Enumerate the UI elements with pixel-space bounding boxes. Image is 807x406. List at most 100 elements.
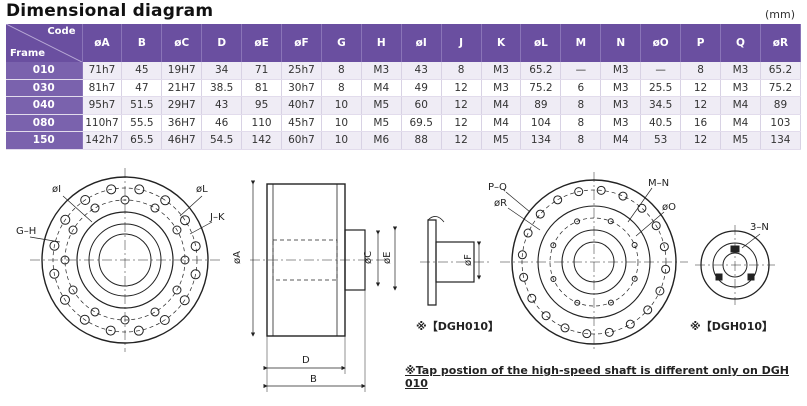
label-j-k: J–K [209,212,225,223]
frame-cell: 010 [6,62,83,80]
table-cell: 65.2 [520,62,562,80]
table-cell: 8 [441,62,482,80]
header-cell: J [441,24,482,62]
table-cell: 29H7 [161,96,203,115]
table-cell: 110 [241,114,283,132]
table-cell: 34.5 [640,96,682,115]
dimension-table: Code Frame øA B øC D øE øF G H øI J K øL… [6,24,802,150]
header-cell: N [600,24,642,62]
table-cell: 25h7 [281,62,322,80]
table-cell: 43 [201,96,243,115]
frame-cell: 030 [6,79,83,97]
table-cell: M5 [720,131,761,150]
header-cell: øF [281,24,322,62]
table-cell: 65.2 [760,62,802,80]
table-header-row: Code Frame øA B øC D øE øF G H øI J K øL… [6,24,802,62]
frame-cell: 080 [6,114,83,132]
bolt-hole [172,225,182,235]
bolt-hole [80,194,91,205]
table-cell: 46 [201,114,243,132]
table-cell: 89 [520,96,562,115]
table-cell: M3 [600,96,642,115]
label-phi-f: øF [463,254,474,266]
bolt-hole [604,327,614,337]
table-cell: — [560,62,602,80]
bolt-hole [631,275,638,282]
table-cell: 142h7 [82,131,123,150]
label-phi-c: øC [363,251,374,264]
bolt-hole [550,275,557,282]
footnote: ※Tap postion of the high-speed shaft is … [405,364,789,390]
table-cell: M3 [600,62,642,80]
bolt-hole [179,295,190,306]
table-cell: 134 [760,131,802,150]
bolt-hole [618,191,628,201]
bolt-hole [79,314,90,325]
label-phi-l: øL [196,184,208,195]
corner-diagonal [6,24,82,62]
bolt-hole [90,307,100,317]
table-cell: M3 [600,114,642,132]
dimensional-drawing: øI øL G–H J–K øA øC øE D B [16,168,775,392]
header-cell: øO [640,24,682,62]
table-cell: M4 [720,114,761,132]
table-cell: 10 [321,96,362,115]
table-cell: 55.5 [121,114,163,132]
table-cell: 49 [401,79,442,97]
header-cell: G [321,24,362,62]
table-cell: 8 [321,62,362,80]
table-cell: 54.5 [201,131,243,150]
table-cell: 134 [520,131,562,150]
bolt-hole [582,329,592,339]
table-cell: M4 [720,96,761,115]
bolt-hole [659,242,669,252]
bolt-hole [90,203,100,213]
bolt-hole [517,250,527,260]
table-cell: 69.5 [401,114,442,132]
bolt-hole [574,218,581,225]
table-cell: M3 [481,79,522,97]
bolt-hole [574,187,584,197]
bolt-hole [560,323,570,333]
table-cell: 12 [441,96,482,115]
label-m-n: M–N [648,178,669,189]
header-cell: M [560,24,602,62]
table-cell: M4 [361,79,402,97]
bolt-hole [150,307,160,317]
bolt-hole [133,325,144,336]
bolt-hole [643,305,653,315]
frame-cell: 150 [6,131,83,150]
header-cell: øI [401,24,442,62]
header-cell: K [481,24,522,62]
table-cell: M5 [481,131,522,150]
table-cell: 21H7 [161,79,203,97]
bolt-hole [550,242,557,249]
page-title: Dimensional diagram [6,1,214,21]
table-cell: 8 [560,114,602,132]
header-cell: øR [760,24,802,62]
shaft-detail [420,216,490,306]
unit-label: (mm) [764,8,795,21]
table-cell: 71 [241,62,283,80]
table-cell: 16 [680,114,721,132]
bolt-hole [527,293,537,303]
table-cell: 60 [401,96,442,115]
table-corner-cell: Code Frame [6,24,83,62]
rear-view-labels: P–Q øR M–N øO [488,178,676,237]
table-cell: 75.2 [760,79,802,97]
table-cell: 38.5 [201,79,243,97]
label-b: B [310,374,317,385]
table-cell: 89 [760,96,802,115]
bolt-hole [60,214,71,225]
header-cell: øC [161,24,203,62]
label-phi-i: øI [52,184,61,195]
front-view-holes [49,184,201,336]
table-cell: M5 [361,96,402,115]
table-cell: 40.5 [640,114,682,132]
table-cell: 95h7 [82,96,123,115]
table-cell: 103 [760,114,802,132]
